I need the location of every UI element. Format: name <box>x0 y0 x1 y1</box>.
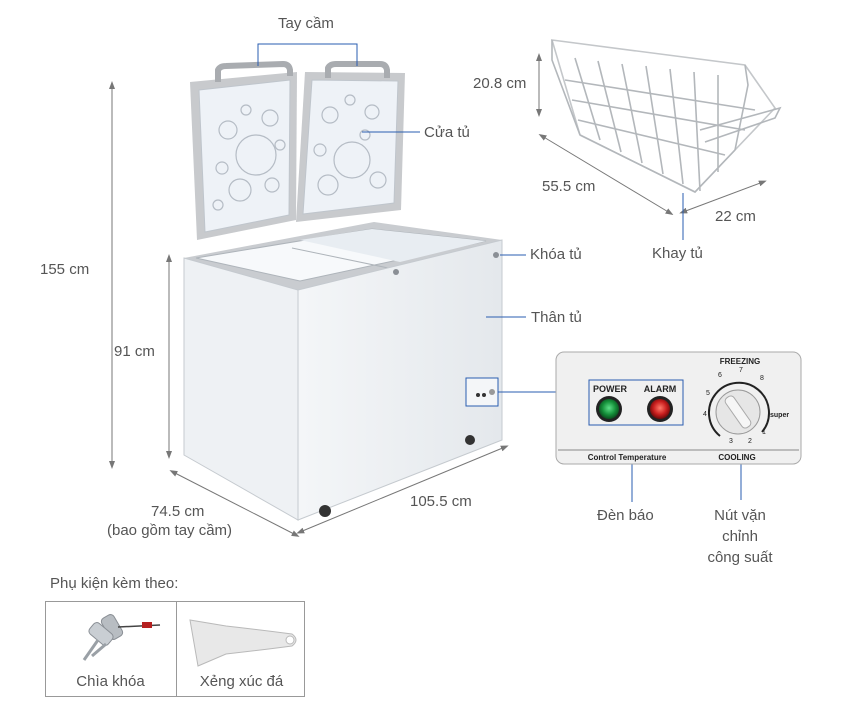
basket-width-label: 22 cm <box>715 208 756 225</box>
dial-number: 5 <box>706 390 710 397</box>
basket-label: Khay tủ <box>652 245 703 262</box>
freezing-label: FREEZING <box>720 357 760 366</box>
depth-note-label: (bao gồm tay cầm) <box>107 522 233 539</box>
handle-label: Tay cầm <box>278 15 334 32</box>
dial-number: 1 <box>762 429 766 436</box>
accessory-key-label: Chìa khóa <box>76 673 145 690</box>
dial-number: 7 <box>739 367 743 374</box>
right-handle <box>325 61 390 78</box>
depth-line <box>169 470 300 537</box>
indicator-label: Đèn báo <box>597 507 654 524</box>
knob-label-line3: công suất <box>707 549 773 566</box>
accessory-key: Chìa khóa <box>46 602 175 696</box>
cooling-label: COOLING <box>718 453 755 462</box>
depth-label: 74.5 cm <box>151 503 205 520</box>
lock <box>493 252 499 258</box>
dial-number: 4 <box>703 411 707 418</box>
basket-height-label: 20.8 cm <box>473 75 527 92</box>
body-label: Thân tủ <box>531 309 582 326</box>
lock-label: Khóa tủ <box>530 246 582 263</box>
power-label: POWER <box>593 384 628 394</box>
left-handle <box>215 61 293 82</box>
knob-label-line2: chỉnh <box>722 528 758 545</box>
dial-number: 6 <box>718 372 722 379</box>
basket-length-line <box>538 133 674 216</box>
handle-callout <box>257 43 358 66</box>
accessories-title: Phụ kiện kèm theo: <box>50 575 179 592</box>
key-icon <box>82 614 161 661</box>
knob-label-line1: Nút vặn <box>714 507 766 524</box>
basket-width-line <box>679 180 767 214</box>
side-panel <box>297 239 503 521</box>
front-panel <box>183 257 299 521</box>
dial-number: 2 <box>748 438 752 445</box>
door-label: Cửa tủ <box>424 124 470 141</box>
ice-scraper-icon <box>189 619 297 667</box>
accessories-box: Chìa khóa Xẻng xúc đá <box>45 601 305 697</box>
total-height-label: 155 cm <box>40 261 90 278</box>
alarm-label: ALARM <box>644 384 677 394</box>
width-line <box>296 445 509 534</box>
accessory-scraper-label: Xẻng xúc đá <box>199 673 284 690</box>
control-panel: POWER ALARM FREEZING COOLING Control Tem… <box>555 351 802 465</box>
dial-numbers: 1 2 3 4 5 6 7 8 <box>703 367 766 445</box>
width-label: 105.5 cm <box>410 493 472 510</box>
wire-basket <box>550 39 782 193</box>
dial-number: 3 <box>729 438 733 445</box>
body-height-label: 91 cm <box>114 343 155 360</box>
dial-number: 8 <box>760 375 764 382</box>
super-label: super <box>770 412 789 419</box>
control-temperature-label: Control Temperature <box>588 453 667 462</box>
freezer <box>183 61 503 521</box>
dimension-lines <box>109 53 767 537</box>
basket-length-label: 55.5 cm <box>542 178 596 195</box>
knob-label: Nút vặn chỉnh công suất <box>694 507 786 567</box>
accessory-scraper: Xẻng xúc đá <box>176 602 306 696</box>
